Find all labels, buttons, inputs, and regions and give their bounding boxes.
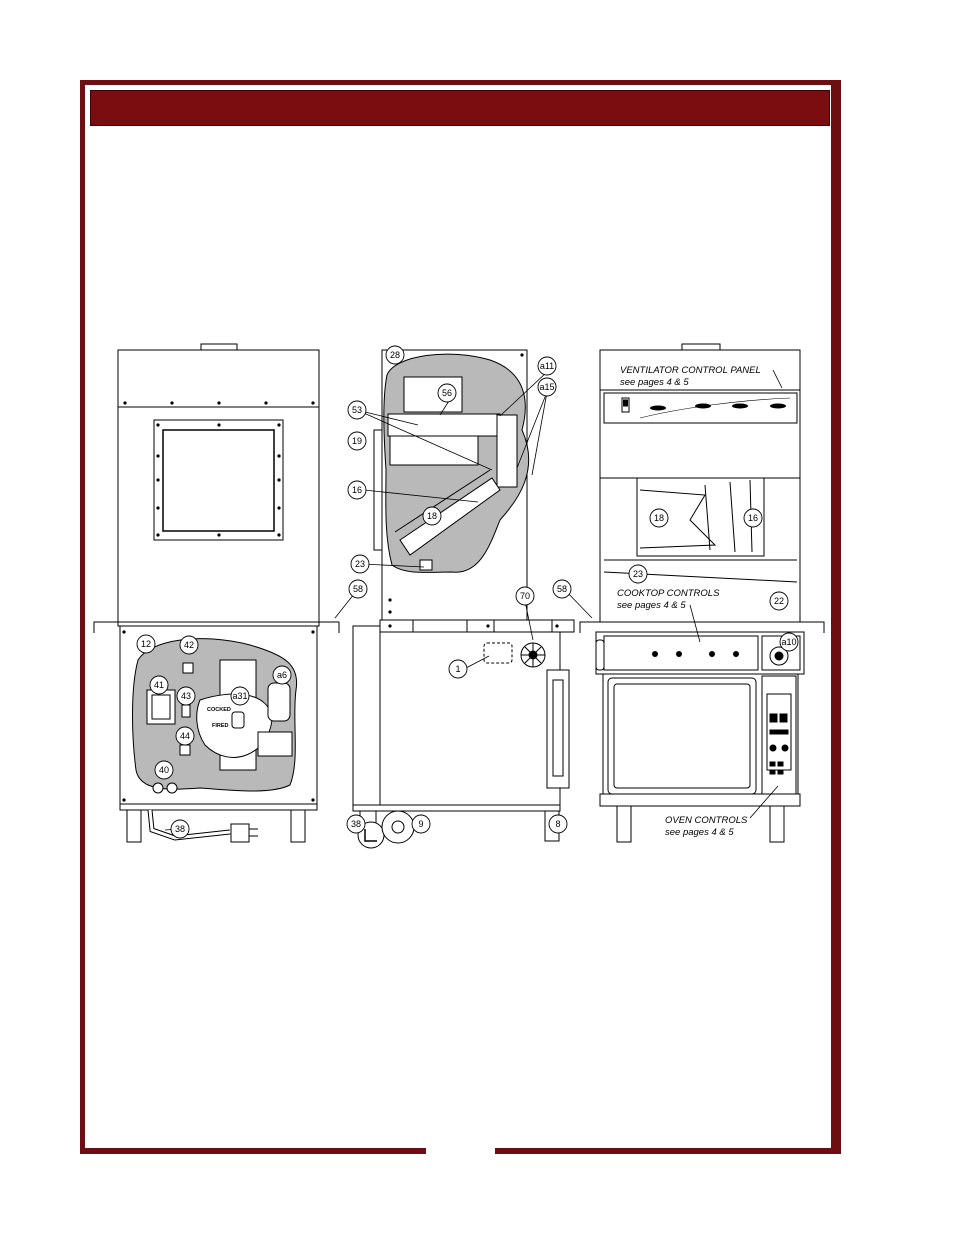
header-bar bbox=[90, 90, 830, 126]
ventilator-caption: VENTILATOR CONTROL PANEL bbox=[620, 365, 761, 376]
switch-label-fired: FIRED bbox=[212, 723, 229, 729]
callout-28: 28 bbox=[390, 350, 400, 360]
side-view bbox=[352, 349, 575, 849]
oven-caption: OVEN CONTROLS bbox=[665, 815, 748, 826]
callout-23-front: 23 bbox=[633, 569, 643, 579]
rear-view bbox=[93, 343, 340, 843]
callout-18-side: 18 bbox=[427, 511, 437, 521]
cooktop-caption: COOKTOP CONTROLS bbox=[617, 588, 720, 599]
callout-58-rear: 58 bbox=[353, 584, 363, 594]
page-border-right bbox=[836, 80, 841, 1154]
callout-38-rear: 38 bbox=[175, 824, 185, 834]
callout-43: 43 bbox=[181, 691, 191, 701]
page-border-bottom-right bbox=[495, 1148, 841, 1154]
page-border bbox=[80, 80, 836, 1148]
switch-label-cocked: COCKED bbox=[207, 707, 231, 713]
callout-22: 22 bbox=[774, 596, 784, 606]
callout-42: 42 bbox=[184, 640, 194, 650]
callout-70: 70 bbox=[520, 591, 530, 601]
callout-a10: a10 bbox=[781, 637, 796, 647]
callout-9: 9 bbox=[418, 819, 423, 829]
callout-a6: a6 bbox=[277, 670, 287, 680]
oven-caption-ref: see pages 4 & 5 bbox=[665, 827, 734, 838]
callout-16-front: 16 bbox=[748, 513, 758, 523]
callout-labels: 12 42 41 43 a31 a6 44 40 38 58 28 56 a11… bbox=[141, 350, 797, 834]
callout-44: 44 bbox=[180, 731, 190, 741]
callout-19: 19 bbox=[352, 436, 362, 446]
cooktop-caption-ref: see pages 4 & 5 bbox=[617, 600, 686, 611]
callout-23-side: 23 bbox=[355, 559, 365, 569]
callout-a11: a11 bbox=[540, 361, 554, 371]
ventilator-caption-ref: see pages 4 & 5 bbox=[620, 377, 689, 388]
callout-8: 8 bbox=[555, 819, 560, 829]
callout-58-front: 58 bbox=[557, 584, 567, 594]
callout-53: 53 bbox=[352, 405, 362, 415]
callouts bbox=[136, 345, 799, 839]
callout-56: 56 bbox=[442, 388, 452, 398]
callout-41: 41 bbox=[154, 680, 164, 690]
page-border-bottom-left bbox=[80, 1148, 426, 1154]
callout-a15: a15 bbox=[539, 382, 554, 392]
callout-38-side: 38 bbox=[351, 819, 361, 829]
callout-12: 12 bbox=[141, 639, 151, 649]
callout-18-front: 18 bbox=[654, 513, 664, 523]
callout-16-side: 16 bbox=[352, 485, 362, 495]
callout-40: 40 bbox=[159, 765, 169, 775]
callout-1: 1 bbox=[455, 664, 460, 674]
callout-a31: a31 bbox=[232, 691, 247, 701]
